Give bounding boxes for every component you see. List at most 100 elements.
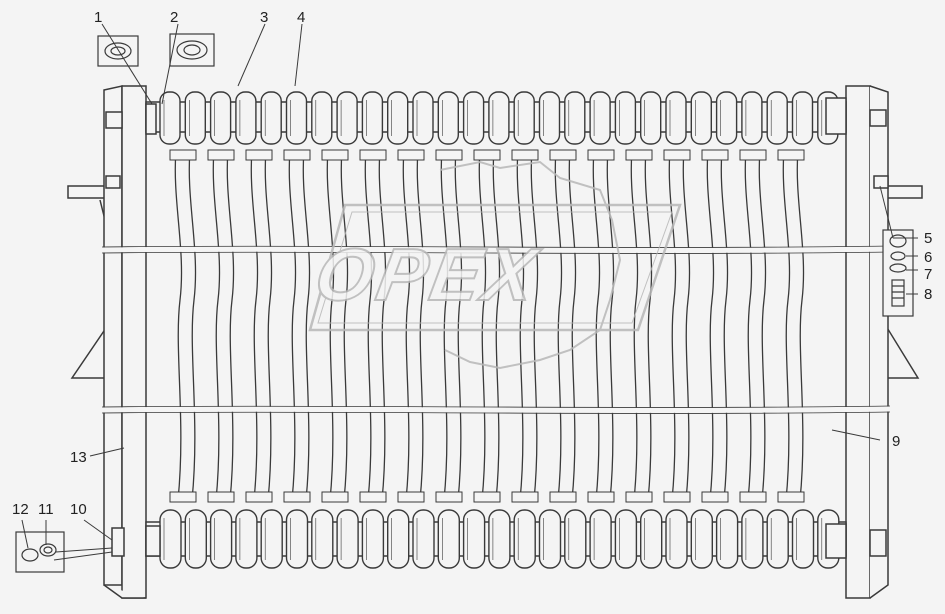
tine-wire: [668, 149, 677, 501]
tine-wire: [264, 149, 273, 501]
watermark-text: OPEX: [309, 233, 546, 316]
tine-wire: [288, 149, 297, 501]
tine-wire: [340, 149, 349, 501]
watermark-frame: [308, 203, 682, 332]
top-spool: [715, 91, 738, 145]
bottom-spool: [285, 509, 309, 569]
callout-2: 2: [170, 9, 178, 26]
fastener-inset-right: [882, 229, 914, 317]
tine-wire: [682, 149, 691, 501]
watermark-gear-icon: [439, 160, 622, 370]
bottom-spool: [209, 509, 233, 569]
top-spool: [184, 91, 207, 145]
break-lines: [101, 246, 891, 413]
top-spool: [640, 91, 662, 145]
bottom-spool-row: [159, 509, 840, 569]
tine-clip-bottom: [245, 491, 273, 503]
tine-wire: [188, 149, 197, 501]
top-spool: [159, 91, 181, 145]
tine-clip-top: [549, 149, 577, 161]
tine-clip-top: [739, 149, 767, 161]
bottom-spool: [614, 509, 638, 569]
callout-9: 9: [892, 433, 900, 450]
tine-clip-top: [625, 149, 653, 161]
tine-wire: [250, 149, 259, 501]
bottom-spool: [791, 509, 815, 569]
tine-clip-bottom: [701, 491, 729, 503]
tine-clip-top: [397, 149, 425, 161]
tine-wire: [402, 149, 411, 501]
tine-clip-top: [587, 149, 615, 161]
tine-clip-top: [169, 149, 197, 161]
tine-wire: [644, 149, 653, 501]
top-spool: [538, 91, 561, 145]
tine-wire: [758, 149, 767, 501]
bottom-spool: [260, 509, 283, 569]
tine-wire: [212, 149, 221, 501]
bottom-spool: [690, 509, 713, 569]
callout-3: 3: [260, 9, 268, 26]
tine-wire: [630, 149, 639, 501]
top-spool: [209, 91, 232, 145]
tine-clip-bottom: [435, 491, 463, 503]
right-side-frame: [845, 85, 889, 599]
callout-labels: 1 2 3 4 5 6 7 8 9 10 11 12 13: [12, 9, 932, 518]
left-side-frame: [103, 85, 147, 599]
tine-wire: [174, 149, 183, 501]
top-spool: [462, 91, 485, 145]
tine-clip-bottom: [663, 491, 691, 503]
top-spool: [614, 91, 637, 145]
bottom-spool: [589, 509, 612, 569]
tine-clip-bottom: [511, 491, 539, 503]
tine-wire: [492, 149, 501, 501]
tine-wire: [516, 149, 525, 501]
tine-clip-top: [245, 149, 273, 161]
top-spool: [235, 91, 257, 145]
tine-wire: [302, 149, 311, 501]
tine-clip-bottom: [549, 491, 577, 503]
tine-clip-top: [701, 149, 729, 161]
callout-5: 5: [924, 230, 932, 247]
tine-clip-bottom: [321, 491, 349, 503]
callout-10: 10: [70, 501, 87, 518]
tine-clip-bottom: [359, 491, 387, 503]
tine-clip-top: [473, 149, 501, 161]
tine-wire: [796, 149, 805, 501]
bottom-spool: [235, 509, 258, 569]
tine-wire: [326, 149, 335, 501]
tine-clip-top: [435, 149, 463, 161]
tine-clip-bottom: [587, 491, 615, 503]
top-spool: [791, 91, 814, 145]
top-spool: [336, 91, 358, 145]
bottom-spool: [564, 509, 587, 569]
tine-clip-bottom: [169, 491, 197, 503]
top-spool: [260, 91, 282, 145]
tine-clip-bottom: [283, 491, 311, 503]
bottom-spool: [387, 509, 410, 569]
bottom-spool: [159, 509, 182, 569]
shaft-end-bolts: [105, 97, 889, 559]
top-spool: [665, 91, 687, 145]
tine-wire: [706, 149, 715, 501]
tine-clip-top: [663, 149, 691, 161]
tine-wire: [592, 149, 601, 501]
tine-wire: [378, 149, 387, 501]
tine-wire: [568, 149, 577, 501]
top-spool: [387, 91, 409, 145]
top-spool: [311, 91, 333, 145]
washer-inset-2: [169, 33, 215, 67]
tine-wire: [744, 149, 753, 501]
tine-clip-top: [777, 149, 805, 161]
callout-7: 7: [924, 266, 932, 283]
callout-leaders: [21, 23, 918, 561]
tine-wire: [364, 149, 373, 501]
tine-wire: [478, 149, 487, 501]
top-spool: [564, 91, 586, 145]
bottom-spool: [462, 509, 486, 569]
tine-clip-bottom: [473, 491, 501, 503]
bottom-spool: [513, 509, 536, 569]
top-spool-row: [159, 91, 839, 145]
tine-clip-top: [511, 149, 539, 161]
